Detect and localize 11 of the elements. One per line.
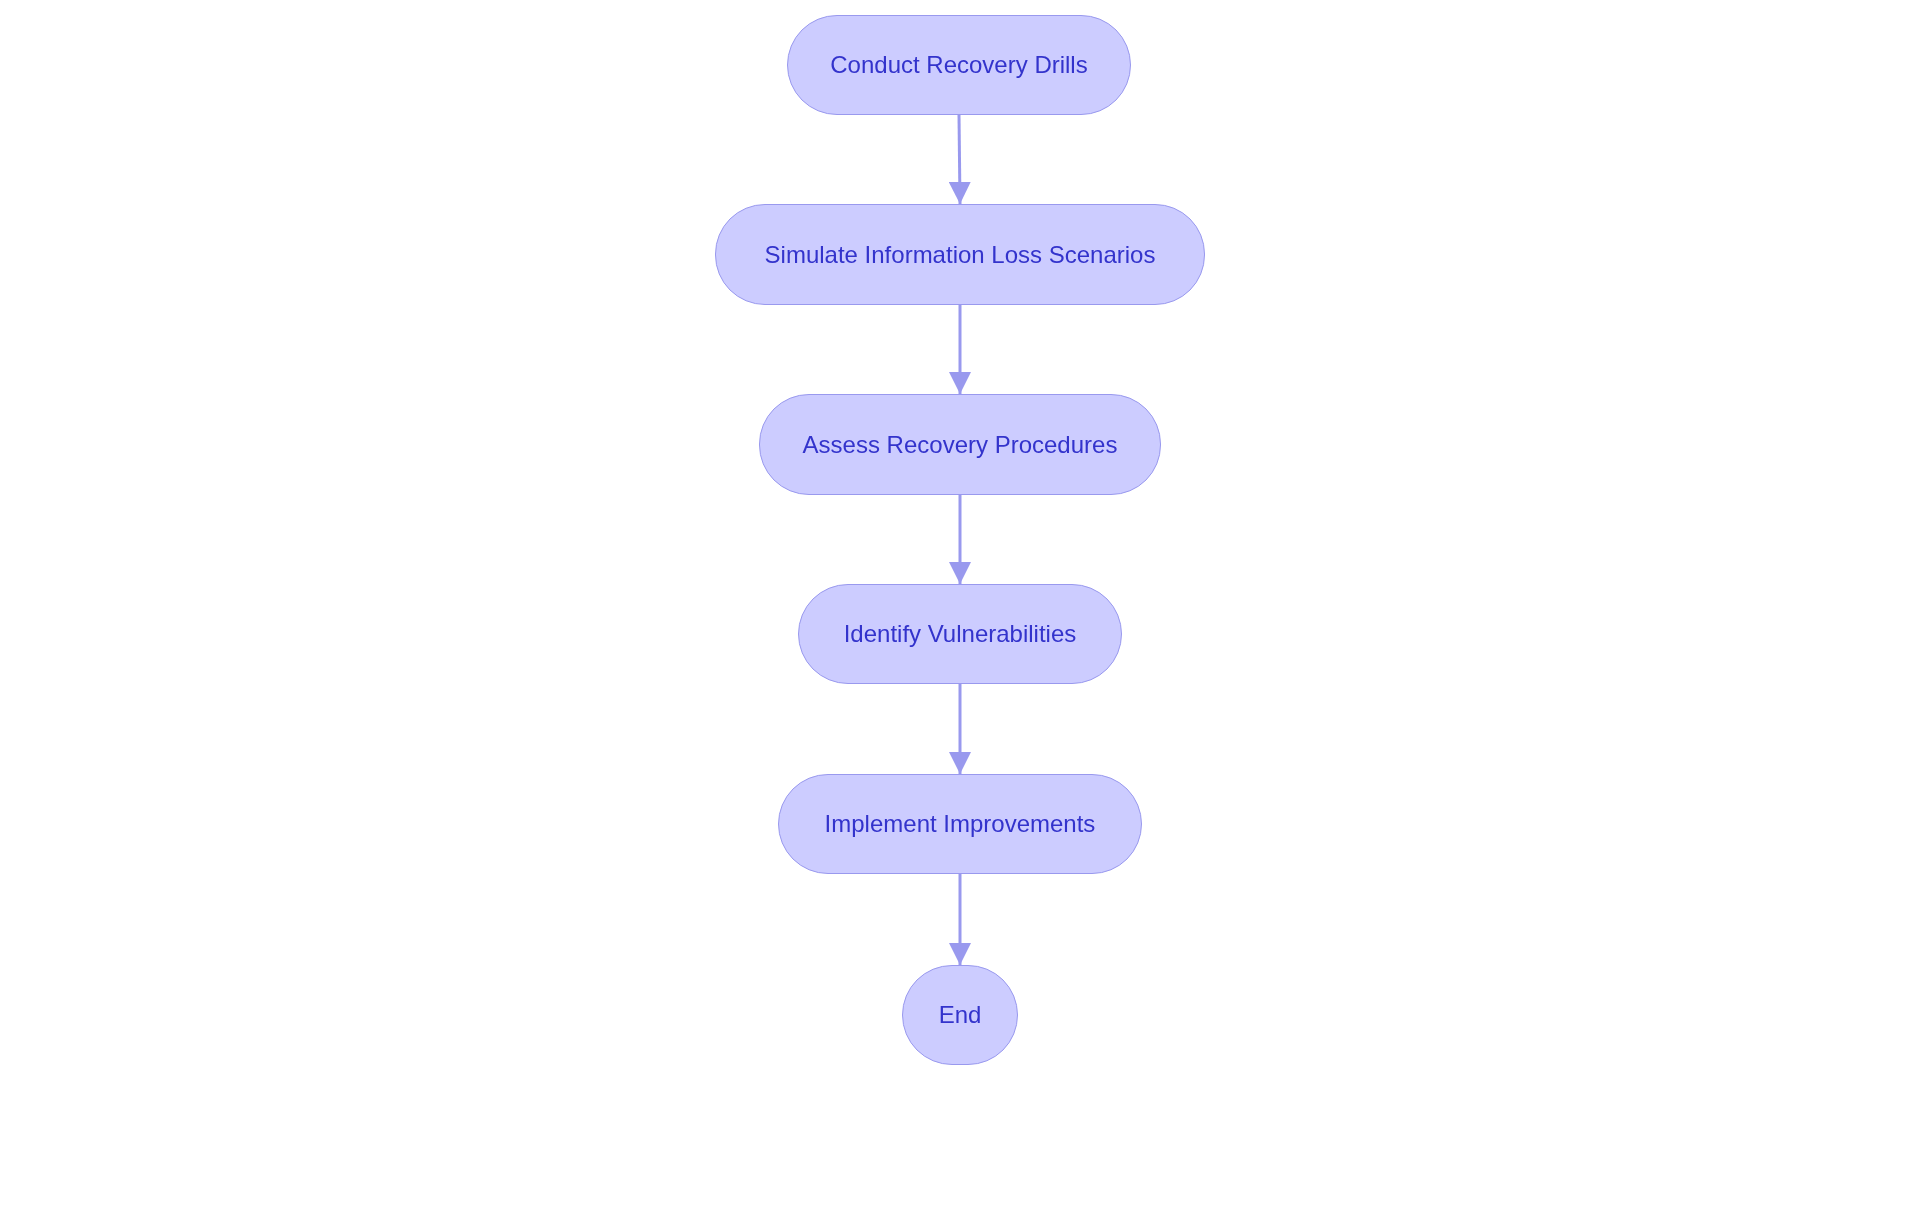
step-label: Simulate Information Loss Scenarios	[764, 240, 1156, 269]
arrow	[949, 495, 971, 584]
step-label: End	[938, 1001, 982, 1029]
arrow	[948, 115, 971, 204]
step-label: Identify Vulnerabilities	[843, 620, 1077, 648]
arrow	[949, 305, 971, 394]
step-label: Assess Recovery Procedures	[802, 430, 1118, 459]
arrow	[949, 874, 971, 965]
step-label: Conduct Recovery Drills	[830, 51, 1088, 79]
arrow	[949, 684, 971, 774]
step-label: Implement Improvements	[824, 810, 1096, 838]
